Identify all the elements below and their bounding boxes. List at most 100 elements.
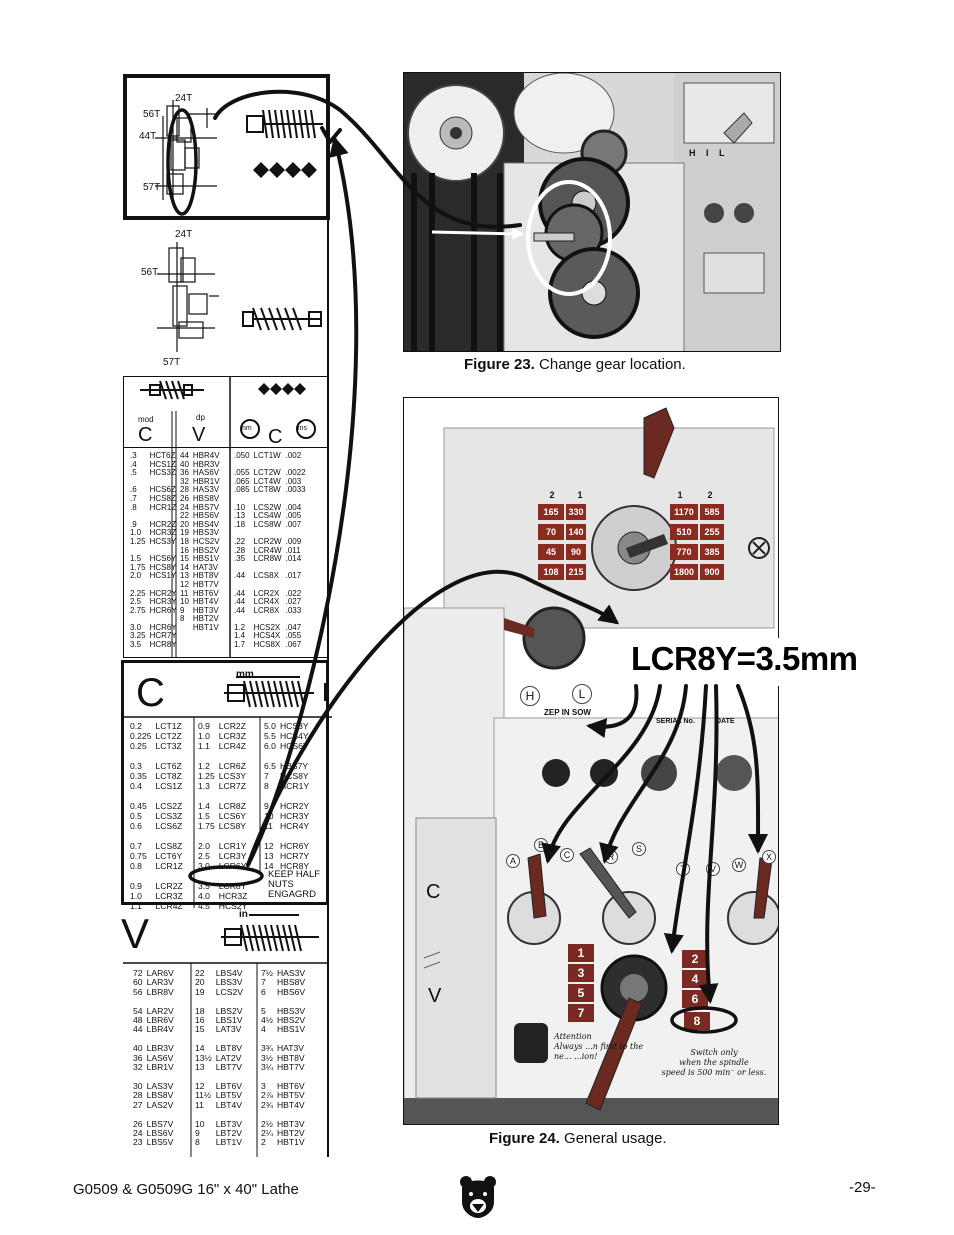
module-codes: HCT6Z HCS1Z HCS3Z HCS6Z HCS8Z HCR1Z HCR2… [149, 451, 177, 650]
figure-24-photo: 2 1 1 2 165 330 70 140 45 90 108 215 117… [403, 397, 779, 1125]
highlight-ellipse [188, 865, 264, 887]
switch-note: Switch only when the spindle speed is 50… [661, 1048, 767, 1077]
speed-value: 255 [700, 524, 724, 540]
highlight-ellipse [166, 108, 198, 216]
mod-label: mod [138, 415, 154, 424]
gear-diagram-alternate: 24T 56T 57T [123, 224, 329, 372]
figure-text: General usage. [564, 1130, 667, 1147]
serial-label: SERIAL No. [656, 718, 695, 725]
page-number: -29- [849, 1179, 876, 1196]
speed-value: 45 [538, 544, 564, 560]
metric-thread-table: C mm 0.2 0.225 0.25 0.3 0.35 0.4 0.45 0.… [121, 660, 332, 911]
leadscrew-icon [242, 307, 322, 331]
metric-code-col1: LCT1Z LCT2Z LCT3Z LCT6Z LCT8Z LCS1Z LCS2… [155, 721, 183, 911]
leadscrew-icon [246, 109, 323, 139]
feed-mm-values: .050 .055 .065 .085 .10 .13 .18 .22 .28 … [234, 451, 250, 650]
lever-letter: B [534, 838, 548, 852]
feed-key: 4 [682, 970, 708, 988]
feed-key: 2 [682, 950, 708, 968]
highlight-ellipse [526, 180, 612, 296]
leadscrew-icon [221, 914, 319, 952]
speed-header: 2 [549, 490, 555, 500]
callout-background [626, 638, 882, 686]
figure-23-caption: Figure 23. Change gear location. [464, 356, 686, 373]
speed-value: 770 [670, 544, 698, 560]
c-symbol: C [268, 426, 283, 448]
gear-label-44t: 44T [139, 131, 157, 142]
inch-code-col3: HAS3V HBS8V HBS6V HBS3V HBS2V HBS1V HAT3… [276, 968, 306, 1148]
figure-number: Figure 23. [464, 356, 535, 373]
lever-letter: X [762, 850, 776, 864]
dp-symbol: V [192, 424, 206, 446]
dp-codes: HBR4V HBR3V HAS6V HBR1V HAS3V HBS8V HBS7… [192, 451, 220, 632]
feed-key: 7 [568, 1004, 594, 1022]
manual-title: G0509 & G0509G 16" x 40" Lathe [73, 1181, 299, 1198]
figure-text: Change gear location. [539, 356, 686, 373]
figure-24-caption: Figure 24. General usage. [489, 1130, 667, 1147]
gear-train-schematic [157, 242, 322, 352]
gear-label-57t: 57T [143, 182, 161, 193]
lever-letter: A [506, 854, 520, 868]
speed-value: 108 [538, 564, 564, 580]
panel-v-symbol: V [428, 985, 442, 1007]
ins-label: ins [298, 425, 307, 432]
attention-note: Attention Always ...n first to the ne...… [554, 1032, 644, 1061]
speed-value: 585 [700, 504, 724, 520]
gear-label-24t: 24T [175, 229, 193, 240]
panel-c-symbol: C [426, 881, 441, 903]
range-knob-h: H [520, 686, 540, 706]
feed-key-8: 8 [684, 1012, 710, 1030]
callout-label: LCR8Y=3.5mm [631, 640, 858, 677]
feed-inch-values: .002 .0022 .003 .0033 .004 .005 .007 .00… [285, 451, 306, 650]
mm-unit-label: mm [236, 669, 254, 680]
speed-value: 330 [566, 504, 586, 520]
lever-letter: C [560, 848, 574, 862]
date-label: DATE [716, 718, 735, 725]
speed-header: 1 [677, 490, 683, 500]
inch-symbol: V [121, 910, 150, 957]
metric-pitch-col1: 0.2 0.225 0.25 0.3 0.35 0.4 0.45 0.5 0.6… [130, 721, 152, 911]
speed-value: 1800 [670, 564, 698, 580]
mod-symbol: C [138, 424, 153, 446]
thread-profile-icon [253, 162, 317, 178]
speed-value: 70 [538, 524, 564, 540]
feed-codes: LCT1W LCT2W LCT4W LCT8W LCS2W LCS4W LCS8… [253, 451, 282, 650]
speed-value: 385 [700, 544, 724, 560]
lever-letter: R [604, 850, 618, 864]
speed-value: 140 [566, 524, 586, 540]
inch-unit-label: in [239, 909, 248, 920]
speed-value: 900 [700, 564, 724, 580]
speed-value: 215 [566, 564, 586, 580]
thread-type-header: mod C dp V mm C ins [123, 376, 329, 449]
mm-label: mm [240, 425, 252, 432]
speed-value: 1170 [670, 504, 698, 520]
tpi-col1: 72 60 56 54 48 44 40 36 32 30 28 27 26 2… [133, 968, 143, 1148]
inch-thread-table: V in 72 60 56 54 48 44 40 36 32 30 28 27… [121, 907, 329, 1157]
gearbox-photo-illustration [404, 73, 780, 351]
feed-key: 6 [682, 990, 708, 1008]
thread-profile-icon [258, 383, 306, 395]
half-nut-note: KEEP HALF NUTS ENGAGRD [268, 869, 321, 900]
lever-letter: T [676, 862, 690, 876]
speed-header: 1 [577, 490, 583, 500]
feed-key: 3 [568, 964, 594, 982]
mode-label: ZEP IN SOW [544, 708, 591, 717]
gear-diagram-highlighted: 24T 56T 44T 57T [123, 74, 330, 220]
speed-value: 90 [566, 544, 586, 560]
speed-value: 510 [670, 524, 698, 540]
speed-value: 165 [538, 504, 564, 520]
panel-letters: H I L [689, 148, 729, 158]
feed-key: 1 [568, 944, 594, 962]
gear-train-schematic [155, 100, 323, 216]
inch-code-col2: LBS4V LBS3V LCS2V LBS2V LBS1V LAT3V LBT8… [215, 968, 243, 1148]
figure-23-photo: H I L [403, 72, 781, 352]
range-knob-l: L [572, 684, 592, 704]
lever-letter: V [706, 862, 720, 876]
gear-label-24t: 24T [175, 93, 193, 104]
inch-code-col1: LAR6V LAR3V LBR8V LAR2V LBR6V LBR4V LBR3… [146, 968, 174, 1148]
gear-label-56t: 56T [141, 267, 159, 278]
dp-values: 44 40 36 32 28 26 24 22 20 19 18 16 15 1… [180, 451, 189, 624]
gear-label-56t: 56T [143, 109, 161, 120]
grizzly-bear-logo-icon [460, 1176, 496, 1218]
speed-header: 2 [707, 490, 713, 500]
